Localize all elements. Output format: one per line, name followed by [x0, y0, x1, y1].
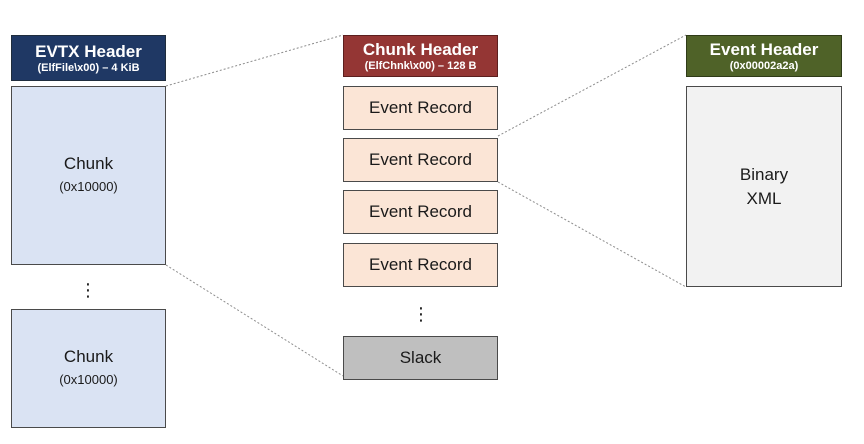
connector-record-to-eventheader	[497, 34, 687, 137]
slack-box: Slack	[343, 336, 498, 380]
chunk-offset: (0x10000)	[59, 371, 118, 387]
chunk-box-2: Chunk (0x10000)	[11, 309, 166, 428]
chunk-header: Chunk Header (ElfChnk\x00) – 128 B	[343, 35, 498, 77]
connector-record-to-xml	[497, 181, 687, 288]
binary-xml-line1: Binary	[739, 165, 789, 184]
event-record-2: Event Record	[343, 138, 498, 182]
event-header-subtitle: (0x00002a2a)	[729, 59, 799, 72]
event-record-1: Event Record	[343, 86, 498, 130]
event-record-4: Event Record	[343, 243, 498, 287]
event-record-3: Event Record	[343, 190, 498, 234]
ellipsis-left: ⋮	[79, 280, 97, 300]
chunk-label: Chunk	[63, 346, 114, 366]
event-header-title: Event Header	[709, 39, 819, 59]
chunk-offset: (0x10000)	[59, 178, 118, 194]
evtx-header-title: EVTX Header	[35, 41, 142, 61]
connector-chunk-to-chunkheader	[165, 34, 344, 87]
binary-xml-line2: XML	[746, 189, 782, 208]
event-header: Event Header (0x00002a2a)	[686, 35, 842, 77]
evtx-header: EVTX Header (ElfFile\x00) – 4 KiB	[11, 35, 166, 81]
chunk-label: Chunk	[63, 153, 114, 173]
chunk-header-subtitle: (ElfChnk\x00) – 128 B	[364, 59, 477, 72]
chunk-box-1: Chunk (0x10000)	[11, 86, 166, 265]
ellipsis-middle: ⋮	[412, 304, 430, 324]
chunk-header-title: Chunk Header	[362, 39, 479, 59]
binary-xml-box: Binary XML	[686, 86, 842, 287]
evtx-header-subtitle: (ElfFile\x00) – 4 KiB	[37, 61, 140, 74]
connector-chunk-to-slack	[165, 264, 344, 377]
